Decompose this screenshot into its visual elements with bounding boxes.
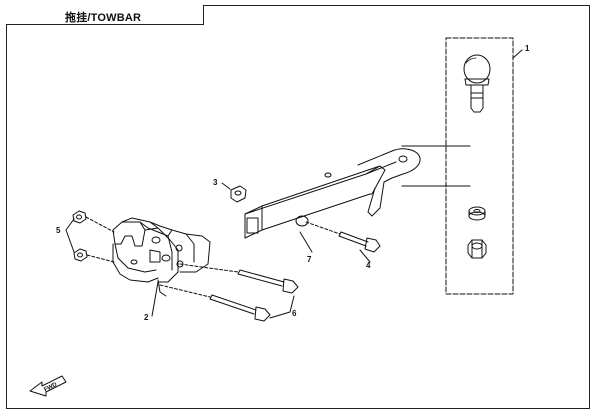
callout-7: 7	[307, 255, 312, 264]
leader-line-1	[512, 49, 523, 59]
leader-line-4	[359, 249, 371, 263]
bolt-long-middle	[179, 263, 299, 294]
tow-bar	[244, 148, 421, 239]
receiver-bracket	[112, 217, 211, 297]
callout-6: 6	[292, 309, 297, 318]
callout-5: 5	[56, 226, 61, 235]
callout-3: 3	[213, 178, 218, 187]
leader-line-2	[151, 281, 159, 317]
fwd-label: FWD	[43, 382, 58, 394]
forward-arrow-icon	[29, 375, 67, 397]
dash-nut-upper	[85, 216, 115, 233]
leader-line-5	[65, 218, 75, 253]
bolt-long-lower	[159, 284, 271, 322]
hitch-ball	[463, 54, 491, 113]
page-title: 拖挂/TOWBAR	[65, 12, 142, 24]
leader-line-6	[269, 295, 295, 319]
callout-1: 1	[525, 44, 530, 53]
leader-line-3	[221, 182, 231, 190]
leader-line-7	[299, 231, 313, 253]
callout-4: 4	[366, 261, 371, 270]
hitch-ball-group-box	[445, 37, 514, 295]
washer-nut-lower	[73, 248, 88, 262]
small-nut	[230, 185, 247, 203]
callout-2: 2	[144, 313, 149, 322]
diagram-frame	[6, 5, 590, 409]
title-box	[6, 5, 204, 25]
washer-nut-upper	[72, 210, 87, 224]
dash-nut-lower	[86, 254, 115, 263]
hex-nut	[467, 239, 487, 259]
lock-washer	[468, 206, 486, 221]
bolt-long-upper	[305, 221, 381, 253]
